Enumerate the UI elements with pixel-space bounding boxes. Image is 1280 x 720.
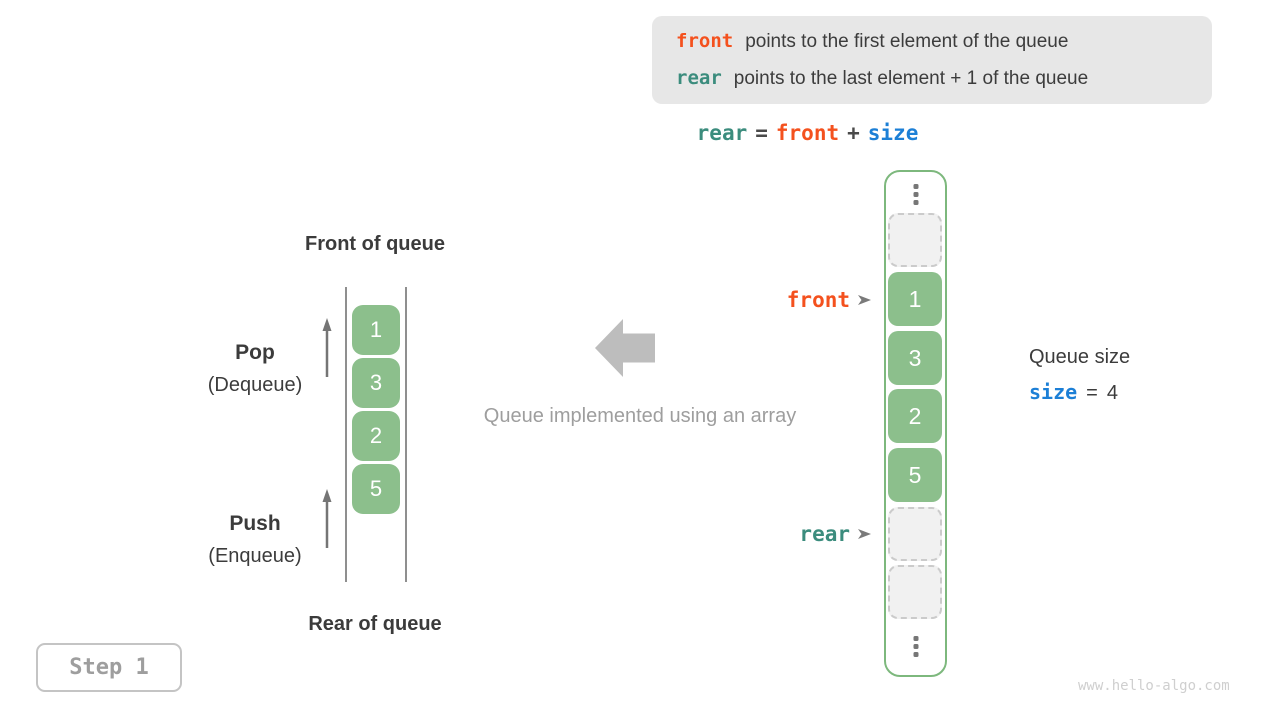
front-pointer-label: front: [786, 288, 850, 312]
array-cell: 2: [888, 389, 942, 443]
size-equals: =: [1086, 382, 1098, 404]
pop-label-group: Pop (Dequeue): [180, 336, 330, 400]
pop-up-arrow-icon: [322, 318, 332, 377]
push-up-arrow-icon: [322, 489, 332, 548]
front-keyword: front: [676, 30, 734, 52]
array-cell-empty: [888, 213, 942, 267]
queue-size-value-line: size = 4: [1029, 380, 1130, 405]
step-badge: Step 1: [36, 643, 182, 692]
rear-pointer-label: rear: [799, 522, 850, 546]
stack-wall-right: [405, 287, 407, 582]
push-label: Push: [229, 512, 281, 535]
pop-label: Pop: [235, 341, 275, 364]
push-sublabel: (Enqueue): [208, 545, 302, 567]
stack-cell: 2: [352, 411, 400, 461]
pointer-arrow-icon: [858, 294, 871, 305]
formula-operator: +: [847, 121, 860, 145]
pointer-arrow-icon: [858, 528, 871, 539]
queue-size-title: Queue size: [1029, 346, 1131, 368]
array-cell: 1: [888, 272, 942, 326]
array-cell: 5: [888, 448, 942, 502]
stack-cell: 3: [352, 358, 400, 408]
queue-size-block: Queue size size = 4: [1029, 343, 1130, 405]
formula-operand2: size: [867, 121, 919, 145]
array-container: 1 3 2 5: [884, 170, 947, 677]
stack-cell: 1: [352, 305, 400, 355]
array-cell-empty: [888, 565, 942, 619]
legend-box: front points to the first element of the …: [652, 16, 1212, 104]
array-cell-empty: [888, 507, 942, 561]
legend-line-front: front points to the first element of the …: [676, 23, 1188, 60]
formula-equals: =: [755, 121, 768, 145]
pop-sublabel: (Dequeue): [207, 374, 303, 396]
push-label-group: Push (Enqueue): [180, 507, 330, 571]
ellipsis-top-icon: [913, 182, 918, 206]
rear-pointer: rear: [700, 521, 872, 547]
legend-line-rear: rear points to the last element + 1 of th…: [676, 60, 1188, 97]
rear-keyword: rear: [676, 67, 722, 89]
array-cell: 3: [888, 331, 942, 385]
stack-cell: 5: [352, 464, 400, 514]
left-block-arrow-icon: [595, 319, 655, 377]
size-value: 4: [1106, 382, 1118, 404]
formula-lhs: rear: [696, 121, 748, 145]
diagram-caption: Queue implemented using an array: [483, 405, 797, 427]
rear-of-queue-label: Rear of queue: [308, 613, 442, 635]
rear-description: points to the last element + 1 of the qu…: [733, 68, 1089, 89]
ellipsis-bottom-icon: [913, 634, 918, 658]
watermark: www.hello-algo.com: [1078, 678, 1230, 694]
formula: rear = front + size: [655, 121, 960, 145]
size-keyword: size: [1029, 380, 1078, 404]
front-pointer: front: [700, 287, 872, 313]
formula-operand1: front: [775, 121, 840, 145]
front-of-queue-label: Front of queue: [305, 233, 445, 255]
stack-wall-left: [345, 287, 347, 582]
front-description: points to the first element of the queue: [745, 31, 1069, 52]
